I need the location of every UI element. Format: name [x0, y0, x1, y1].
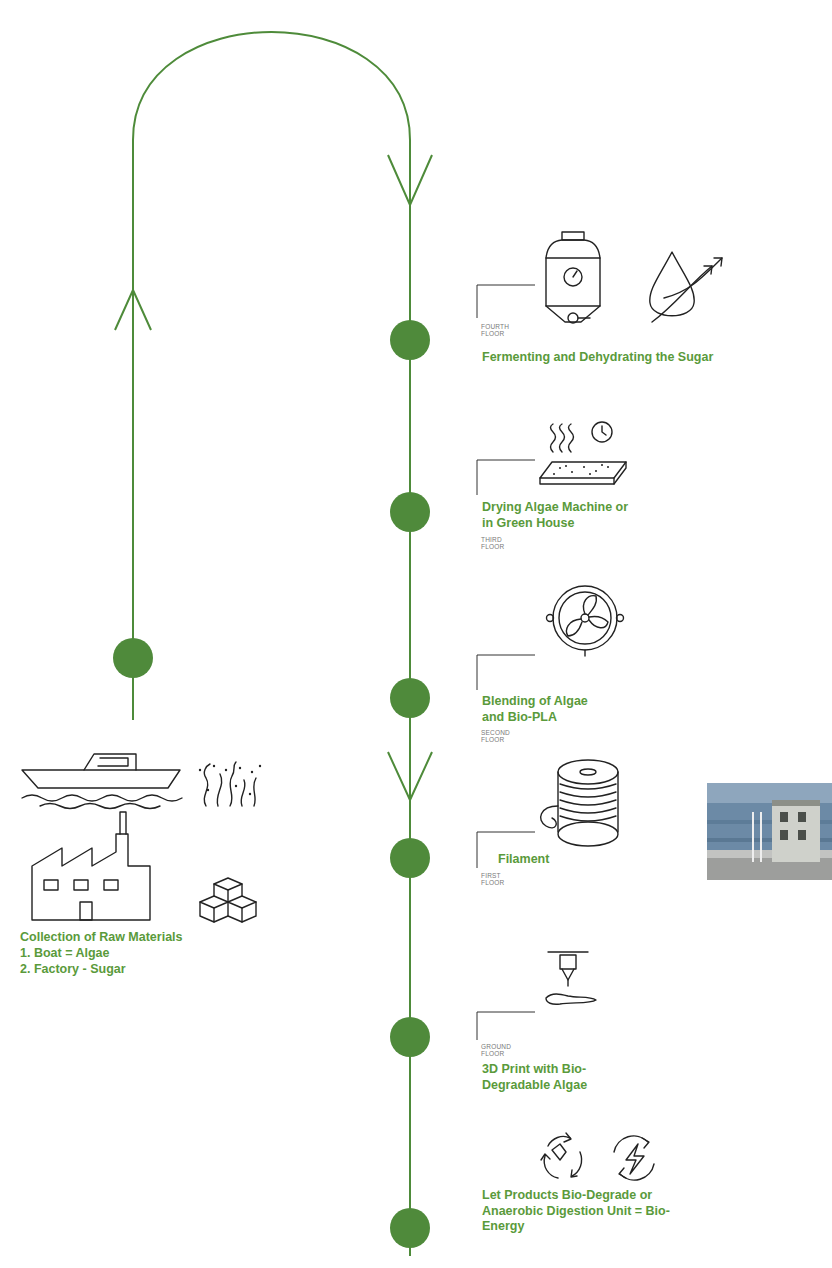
printer-icon: [546, 952, 596, 1004]
floor-label: FOURTH FLOOR: [481, 323, 509, 338]
recycle-icon: [541, 1133, 582, 1178]
floor-label: GROUND FLOOR: [481, 1043, 509, 1058]
floor-label: THIRD FLOOR: [481, 536, 509, 551]
seaweed-icon: [204, 762, 256, 806]
step-caption: Drying Algae Machine or in Green House: [482, 500, 632, 531]
step-caption: Let Products Bio-Degrade or Anaerobic Di…: [482, 1188, 682, 1235]
flow-line: [115, 32, 432, 1256]
site-photo: [707, 783, 832, 880]
step-caption: Fermenting and Dehydrating the Sugar: [482, 350, 822, 366]
drying-dots: [553, 464, 609, 475]
spool-icon: [541, 760, 618, 846]
blender-icon: [547, 586, 624, 656]
raw-materials-heading: Collection of Raw Materials: [20, 930, 260, 946]
drying-icon: [540, 422, 626, 484]
raw-material-item: 1. Boat = Algae: [20, 946, 260, 962]
seaweed-dots: [199, 765, 261, 795]
step-caption: Filament: [498, 852, 618, 868]
boat-icon: [22, 754, 182, 809]
dehydrate-icon: [650, 252, 722, 322]
floor-label: FIRST FLOOR: [481, 872, 509, 887]
step-caption: 3D Print with Bio-Degradable Algae: [482, 1062, 632, 1093]
factory-icon: [32, 812, 150, 920]
floor-label: SECOND FLOOR: [481, 729, 509, 744]
raw-material-item: 2. Factory - Sugar: [20, 962, 260, 978]
floor-brackets: [477, 285, 535, 1040]
sugar-icon: [200, 878, 256, 922]
fermenter-icon: [546, 232, 600, 323]
bio-energy-icon: [614, 1136, 654, 1180]
step-caption: Blending of Algae and Bio-PLA: [482, 694, 610, 725]
stage-dots: [113, 320, 430, 1248]
